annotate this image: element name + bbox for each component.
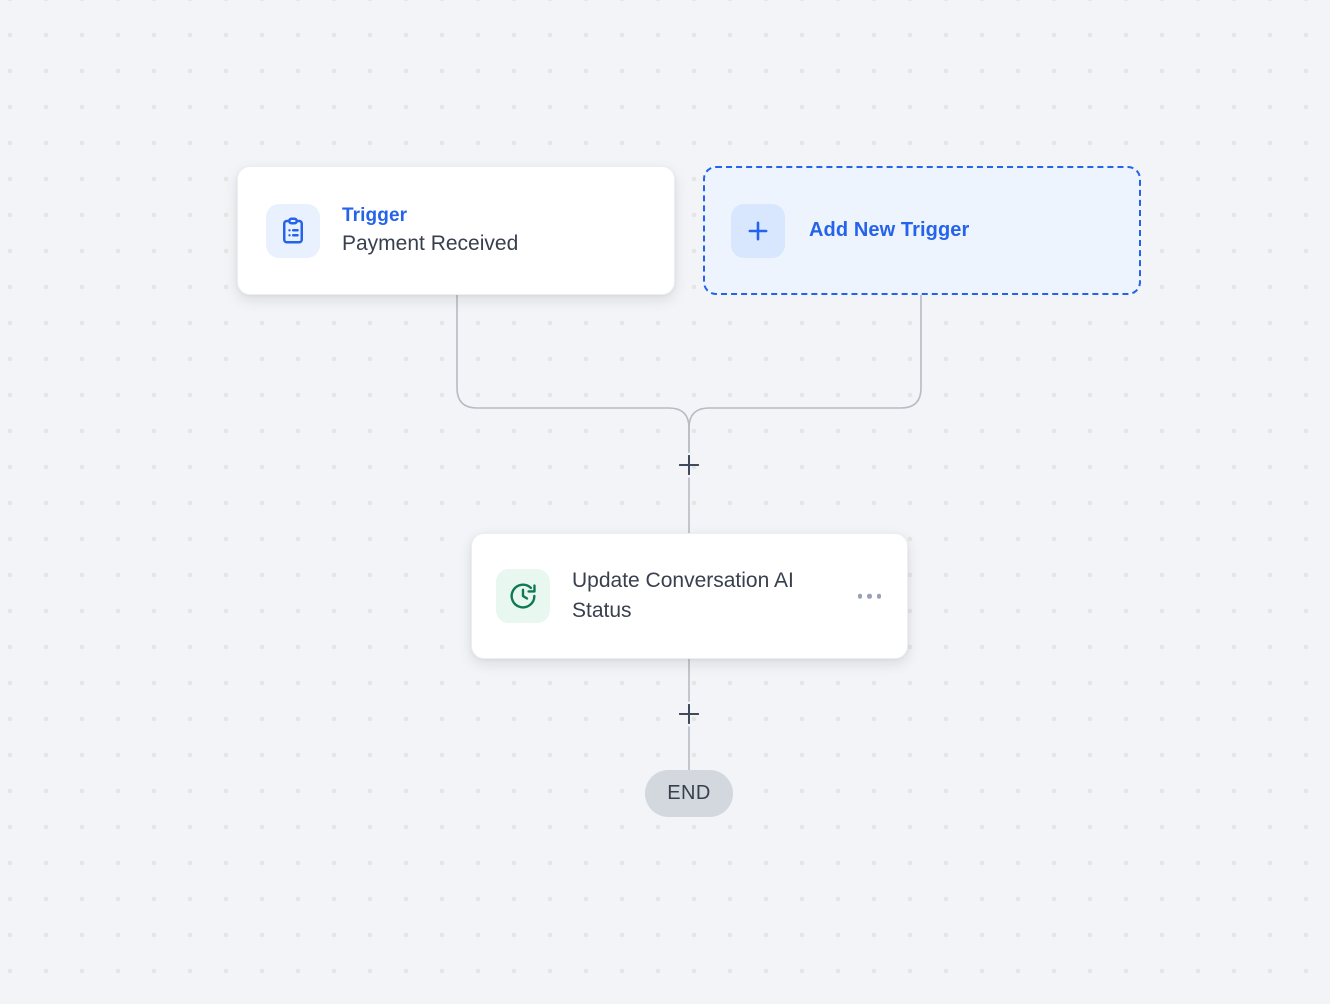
ellipsis-icon[interactable] <box>854 586 886 607</box>
action-node-title: Update Conversation AI Status <box>572 569 794 622</box>
trigger-node[interactable]: Trigger Payment Received <box>237 166 675 295</box>
add-step-after-action-button[interactable] <box>676 701 702 727</box>
add-new-trigger-label: Add New Trigger <box>809 219 970 241</box>
trigger-name-label: Payment Received <box>342 231 519 255</box>
end-node: END <box>645 770 733 817</box>
plus-icon <box>731 203 785 258</box>
clipboard-list-icon <box>266 203 320 258</box>
clock-refresh-icon <box>496 569 550 623</box>
add-step-after-trigger-button[interactable] <box>676 452 702 478</box>
action-node-update-conversation-ai-status[interactable]: Update Conversation AI Status <box>471 533 908 659</box>
end-node-label: END <box>667 782 711 804</box>
trigger-text-block: Trigger Payment Received <box>342 203 518 259</box>
trigger-kind-label: Trigger <box>342 204 408 226</box>
add-new-trigger-node[interactable]: Add New Trigger <box>703 166 1141 295</box>
